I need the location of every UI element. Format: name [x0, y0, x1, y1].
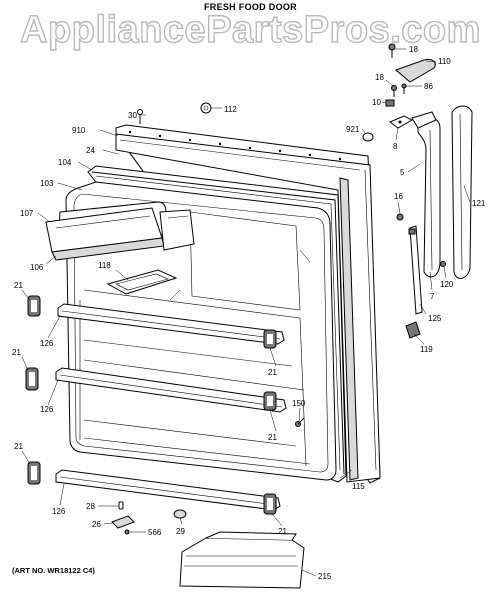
watermark-logo: AppliancePartsPros.com	[19, 9, 481, 51]
callout-910: 910	[72, 126, 86, 135]
end-cap-left-1	[27, 295, 41, 317]
shelf-bar-top	[57, 303, 285, 345]
screw-86	[401, 83, 407, 94]
callout-120: 120	[440, 280, 454, 289]
callout-21-left-2: 21	[12, 348, 21, 357]
door-bin	[179, 531, 305, 589]
callout-566: 566	[148, 528, 162, 537]
screw-566	[124, 529, 130, 535]
hinge-bracket-8	[389, 115, 414, 129]
callout-150: 150	[292, 399, 306, 408]
dairy-compartment	[45, 201, 195, 261]
callout-5: 5	[400, 168, 405, 177]
callout-21-left-3: 21	[14, 442, 23, 451]
callout-21-right-1: 21	[268, 368, 277, 377]
callout-126-bottom: 126	[52, 507, 66, 516]
callout-18-top: 18	[409, 45, 418, 54]
cap-29	[173, 509, 187, 519]
callout-115: 115	[352, 482, 365, 491]
screw-150	[295, 417, 305, 427]
end-cap-left-3	[27, 461, 41, 485]
callout-104: 104	[58, 158, 72, 167]
callout-126-middle: 126	[40, 405, 54, 414]
callout-107: 107	[20, 209, 34, 218]
callout-119: 119	[420, 345, 433, 354]
handle-trim-121	[451, 105, 473, 279]
shelf-bar-bottom	[55, 469, 281, 511]
art-number: (ART NO. WR18122 C4)	[12, 566, 95, 575]
callout-21-right-2: 21	[268, 433, 277, 442]
trim-strip-125	[408, 225, 423, 315]
hinge-10	[385, 99, 395, 107]
plug-921	[362, 132, 374, 142]
screw-16	[396, 213, 404, 221]
screw-120	[440, 261, 446, 267]
callout-118: 118	[98, 261, 111, 270]
callout-29: 29	[176, 527, 185, 536]
callout-7: 7	[430, 292, 435, 301]
door-handle-5	[411, 111, 441, 278]
leader-lines	[21, 48, 471, 577]
callout-10: 10	[372, 98, 381, 107]
plug-112	[200, 102, 212, 114]
hinge-cover-110	[395, 59, 436, 83]
callout-30: 30	[128, 111, 137, 120]
callout-21-left-1: 21	[14, 281, 23, 290]
callout-106: 106	[30, 263, 44, 272]
callout-215: 215	[318, 572, 332, 581]
callout-121: 121	[472, 199, 486, 208]
diagram-title: FRESH FOOD DOOR	[203, 2, 297, 12]
callout-921: 921	[346, 125, 360, 134]
screw-18a	[388, 43, 396, 58]
callout-112: 112	[224, 105, 237, 114]
pin-28	[118, 501, 124, 510]
shelf-bar-middle	[55, 367, 287, 413]
callout-125: 125	[428, 314, 442, 323]
end-cap-right-3	[263, 493, 277, 515]
callout-110: 110	[438, 57, 451, 66]
callout-18-mid: 18	[375, 73, 384, 82]
egg-tray	[106, 269, 178, 295]
end-cap-left-2	[25, 367, 39, 391]
callout-86: 86	[424, 82, 433, 91]
callout-24: 24	[86, 146, 95, 155]
screw-18b	[391, 85, 397, 97]
callout-26: 26	[92, 520, 101, 529]
screw-30	[137, 109, 143, 124]
callout-21-right-3: 21	[278, 527, 287, 536]
cap-119	[405, 321, 421, 339]
callout-labels: 18 110 18 86 10 112 30 921 910 8 24 5 10…	[12, 45, 486, 581]
end-cap-right-1	[263, 329, 277, 349]
callout-8: 8	[393, 142, 398, 151]
callout-103: 103	[40, 179, 54, 188]
callout-16: 16	[394, 192, 403, 201]
callout-28: 28	[86, 502, 95, 511]
callout-126-top: 126	[40, 339, 54, 348]
plate-26	[111, 515, 135, 529]
end-cap-right-2	[263, 391, 277, 411]
